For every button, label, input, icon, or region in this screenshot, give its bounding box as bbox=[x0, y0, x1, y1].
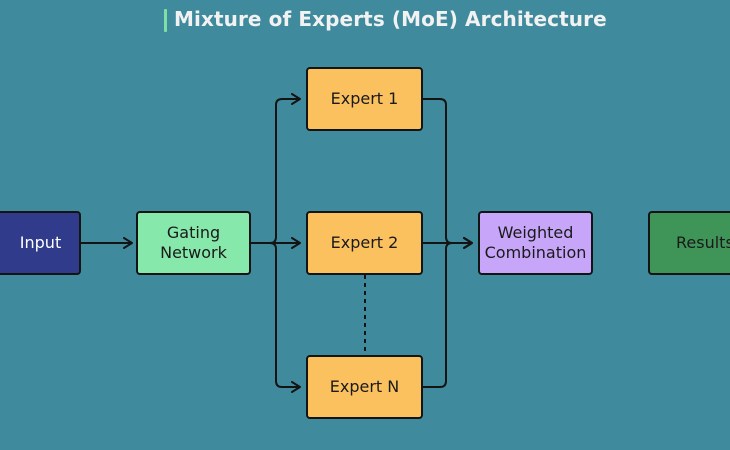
expert-1-label: Expert 1 bbox=[330, 89, 399, 108]
expert-n-node: Expert N bbox=[306, 355, 423, 419]
edge-expert1-combination bbox=[422, 98, 473, 249]
expert-2-label: Expert 2 bbox=[330, 233, 399, 252]
input-label: Input bbox=[19, 233, 62, 252]
edge-gating-expert1 bbox=[250, 93, 301, 244]
expert-n-label: Expert N bbox=[329, 377, 400, 396]
diagram-title: Mixture of Experts (MoE) Architecture bbox=[174, 7, 607, 31]
combination-label-line1: Weighted bbox=[497, 223, 574, 242]
expert-1-node: Expert 1 bbox=[306, 67, 423, 131]
gating-label-line2: Network bbox=[160, 243, 227, 262]
input-node: Input bbox=[0, 211, 81, 275]
gating-label-line1: Gating bbox=[166, 223, 221, 242]
weighted-combination-node: Weighted Combination bbox=[478, 211, 593, 275]
edge-gating-expertN bbox=[269, 242, 301, 393]
edge-expertN-combination bbox=[422, 242, 453, 388]
gating-network-node: Gating Network bbox=[136, 211, 251, 275]
title-accent-bar bbox=[164, 9, 167, 32]
combination-label-line2: Combination bbox=[484, 243, 587, 262]
results-label: Results bbox=[676, 233, 730, 252]
results-node: Results bbox=[648, 211, 730, 275]
expert-2-node: Expert 2 bbox=[306, 211, 423, 275]
